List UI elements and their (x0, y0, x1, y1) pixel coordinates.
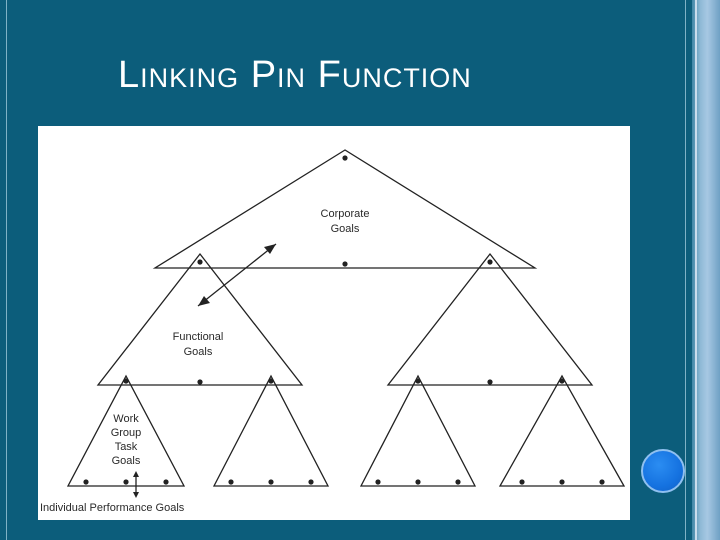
functional-label-line2: Goals (184, 346, 213, 358)
individual-arrow-head-up (133, 471, 139, 477)
functional-label-line1: Functional (173, 331, 224, 343)
corporate-label-line2: Goals (331, 223, 360, 235)
pin-dot (599, 479, 605, 485)
pin-dot (519, 479, 525, 485)
pin-dot (123, 378, 129, 384)
workgroup-label-line2: Group (111, 427, 142, 439)
individual-goals-label: Individual Performance Goals (40, 502, 185, 514)
pin-dot (487, 259, 493, 265)
pin-dot (415, 378, 421, 384)
decorative-side-stripe (692, 0, 720, 540)
pin-dot (415, 479, 421, 485)
workgroup-label-line1: Work (113, 413, 139, 425)
workgroup-triangle-4 (498, 374, 626, 487)
pin-dot (197, 379, 203, 385)
pin-dot (375, 479, 381, 485)
functional-triangle-left (96, 252, 304, 386)
pin-dot (342, 155, 348, 161)
pin-dot (559, 479, 565, 485)
individual-arrow-head-down (133, 492, 139, 498)
workgroup-label-line3: Task (115, 441, 138, 453)
pin-dot (559, 378, 565, 384)
pin-dot (268, 378, 274, 384)
pin-dot (123, 479, 129, 485)
pin-dot (163, 479, 169, 485)
corporate-triangle (152, 149, 538, 269)
arrow-head-up (264, 244, 276, 254)
pin-dot (228, 479, 234, 485)
workgroup-triangle-2 (212, 374, 330, 487)
diagram-svg: Corporate Goals Functional Goals Work Gr… (40, 149, 626, 514)
pin-dot (342, 261, 348, 267)
pin-dot (268, 479, 274, 485)
pin-dot (487, 379, 493, 385)
pin-dot (308, 479, 314, 485)
pin-dot (83, 479, 89, 485)
linking-arrow-line (197, 243, 277, 307)
linking-pin-diagram: Corporate Goals Functional Goals Work Gr… (38, 126, 630, 520)
pin-dot (197, 259, 203, 265)
pin-dot (455, 479, 461, 485)
slide-frame (6, 0, 686, 540)
functional-triangle-right (386, 252, 594, 386)
workgroup-triangle-1 (66, 374, 186, 487)
corporate-label-line1: Corporate (321, 208, 370, 220)
workgroup-triangle-3 (359, 374, 477, 487)
decorative-circle (641, 449, 685, 493)
slide-title: Linking Pin Function (118, 54, 472, 96)
arrow-head-down (198, 296, 210, 306)
workgroup-label-line4: Goals (112, 455, 141, 467)
